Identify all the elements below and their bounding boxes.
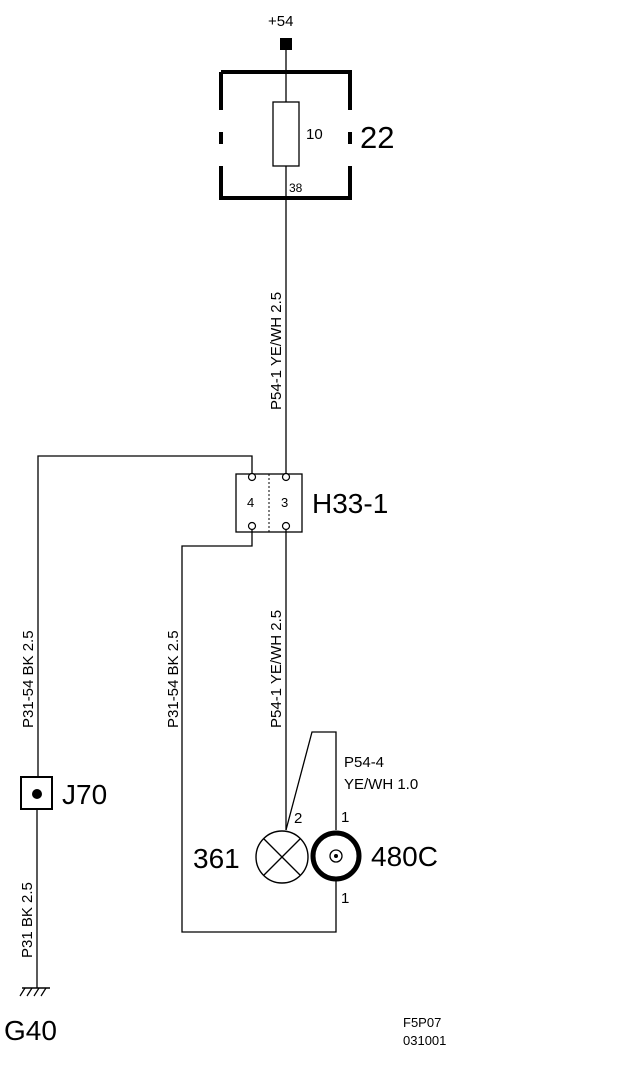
wire-label-inner-ground: P31-54 BK 2.5 [165, 630, 182, 728]
splice-id: J70 [62, 779, 107, 810]
lamp-id: 361 [193, 843, 240, 874]
fuse-box [219, 70, 352, 200]
wire-label-switch-feed-spec: YE/WH 1.0 [344, 776, 418, 793]
footer-code: F5P07 [403, 1015, 441, 1030]
fuse-element [272, 101, 300, 167]
wire-label-top-feed: P54-1 YE/WH 2.5 [268, 292, 285, 410]
wire-label-left-ground-upper: P31-54 BK 2.5 [20, 630, 37, 728]
wire-inner-ground [181, 529, 337, 933]
switch-pin-top: 1 [341, 809, 349, 826]
fuse-box-id: 22 [360, 120, 394, 155]
fuse-number: 10 [306, 126, 323, 143]
lamp-361 [255, 830, 309, 884]
connector-h33-1 [235, 472, 303, 533]
power-terminal [280, 38, 292, 50]
wire-left-ground-upper [37, 455, 253, 780]
power-label: +54 [268, 13, 293, 30]
wire-switch-feed [285, 731, 337, 831]
wire-label-connector-to-lamp: P54-1 YE/WH 2.5 [268, 610, 285, 728]
wire-label-switch-feed-name: P54-4 [344, 754, 384, 771]
connector-pin-right: 3 [281, 495, 288, 510]
switch-pin-bottom: 1 [341, 890, 349, 907]
switch-480c [310, 830, 362, 882]
footer-date: 031001 [403, 1033, 446, 1048]
fuse-box-pin: 38 [289, 181, 303, 195]
switch-id: 480C [371, 841, 438, 872]
lamp-pin: 2 [294, 810, 302, 827]
connector-pin-left: 4 [247, 495, 254, 510]
splice-dot [32, 789, 42, 799]
connector-id: H33-1 [312, 488, 388, 519]
wire-label-left-ground-lower: P31 BK 2.5 [19, 882, 36, 958]
ground-id: G40 [4, 1015, 57, 1046]
ground-symbol [19, 987, 50, 997]
